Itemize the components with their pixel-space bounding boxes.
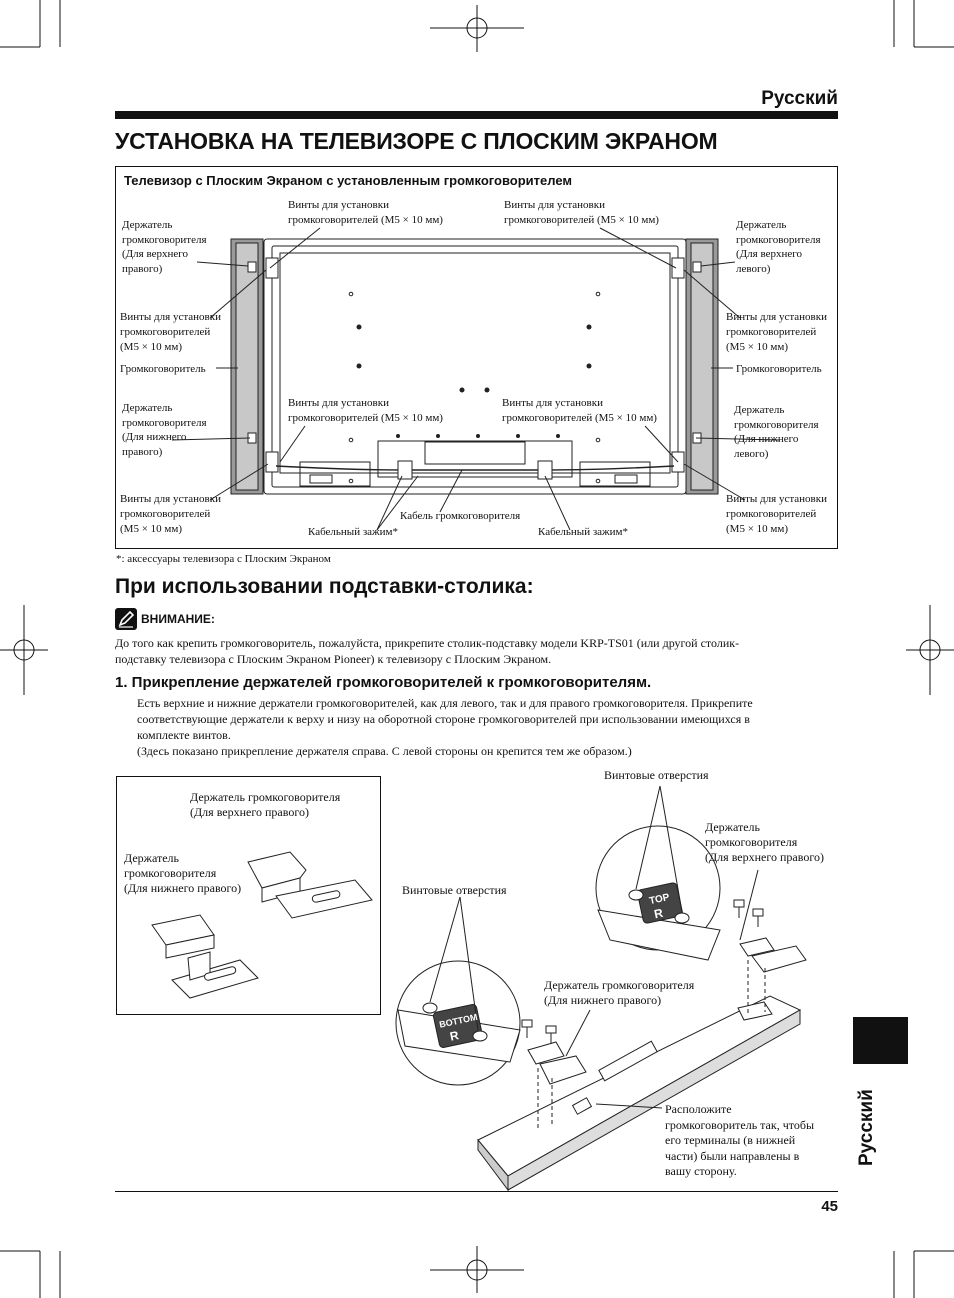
tag-bottom-side: R — [449, 1028, 461, 1044]
label-speaker-left: Громкоговоритель — [120, 363, 206, 375]
label-cable-clamp-right: Кабельный зажим* — [538, 526, 629, 538]
label-speaker-right: Громкоговоритель — [736, 363, 822, 375]
footer-rule — [115, 1191, 838, 1192]
holders-inset-frame — [116, 776, 381, 1015]
inset-label-upper: Держатель громкоговорителя(Для верхнего … — [190, 790, 341, 819]
figure-title: Телевизор с Плоским Экраном с установлен… — [124, 173, 573, 188]
caution-label: ВНИМАНИЕ: — [141, 612, 215, 626]
step-1-body: Есть верхние и нижние держатели громкого… — [137, 696, 753, 758]
subsection-title: При использовании подставки-столика: — [115, 575, 534, 598]
label-speaker-cable: Кабель громкоговорителя — [400, 510, 521, 522]
section-title: УСТАНОВКА НА ТЕЛЕВИЗОРЕ С ПЛОСКИМ ЭКРАНО… — [115, 128, 718, 154]
footnote: *: аксессуары телевизора с Плоским Экран… — [116, 553, 331, 565]
tag-top-side: R — [653, 906, 665, 922]
caution-pencil-icon — [115, 608, 137, 630]
step-1-heading: 1. Прикрепление держателей громкоговорит… — [115, 674, 652, 691]
language-side-tab — [853, 1017, 908, 1064]
page-number: 45 — [821, 1198, 838, 1215]
tv-speaker-figure-frame — [115, 166, 838, 549]
label-screw-holes-top: Винтовые отверстия — [604, 768, 709, 782]
language-header: Русский — [761, 88, 838, 109]
label-cable-clamp-left: Кабельный зажим* — [308, 526, 399, 538]
caution-text: До того как крепить громкоговоритель, по… — [115, 636, 740, 666]
tag-top-word: TOP — [648, 892, 671, 907]
language-side-label: Русский — [856, 1089, 877, 1166]
header-rule — [115, 111, 838, 119]
label-holder-lower-right-big: Держатель громкоговорителя(Для нижнего п… — [544, 978, 695, 1007]
label-screw-holes-left: Винтовые отверстия — [402, 883, 507, 897]
